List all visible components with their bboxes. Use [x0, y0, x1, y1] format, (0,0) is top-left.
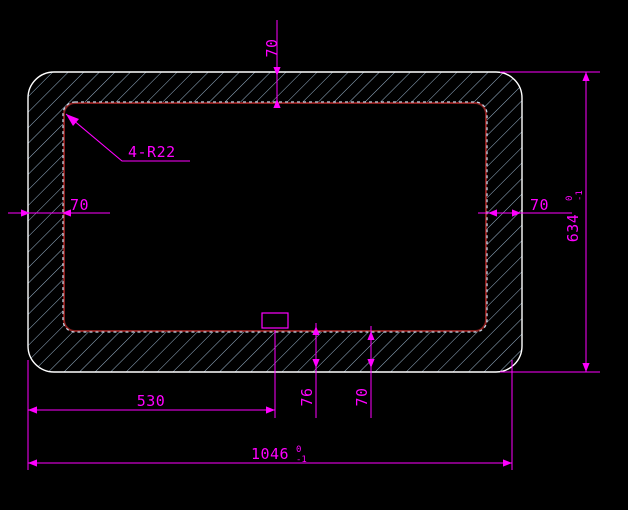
callout-label: 4-R22	[128, 143, 176, 161]
dim-1046-arrow-left	[28, 459, 37, 467]
dim-634-arrow-top	[582, 72, 590, 81]
callout-leader-line	[65, 113, 190, 162]
dim-right-70-arrow-left	[488, 209, 497, 217]
dim-left-70-arrow-right	[21, 209, 30, 217]
dim-bot-70-text: 70	[353, 387, 371, 406]
dim-right-70-text: 70	[530, 196, 549, 214]
dim-left-70-text: 70	[70, 196, 89, 214]
dim-1046-text: 1046	[251, 445, 289, 463]
dim-76-arrow-up	[312, 326, 320, 335]
dim-top-70-arrow-up	[273, 99, 281, 108]
dim-76-text: 76	[298, 387, 316, 406]
corner-radius-callout[interactable]: 4-R22	[65, 113, 190, 162]
dim-634-tolerance-lower: -1	[575, 190, 585, 201]
dim-top-70-text: 70	[263, 38, 281, 57]
inner-boundary-dashed	[62, 101, 488, 333]
dim-1046-arrow-right	[503, 459, 512, 467]
dim-right-70-arrow-right	[512, 209, 521, 217]
dim-76-arrow-down	[312, 359, 320, 368]
dim-634-text: 634	[564, 214, 582, 243]
dim-530-arrow-right	[266, 406, 275, 414]
dim-left-70[interactable]: 70	[8, 196, 110, 217]
center-tab-rect	[261, 312, 289, 329]
dim-width-1046[interactable]: 1046 0 -1	[27, 360, 513, 470]
dim-bot-70-arrow-down	[367, 359, 375, 368]
callout-leader-arrowhead	[66, 114, 79, 126]
dim-634-arrow-bottom	[582, 363, 590, 372]
dim-1046-tolerance-lower: -1	[296, 455, 307, 465]
dim-530-arrow-left	[28, 406, 37, 414]
dim-530-text: 530	[137, 392, 166, 410]
dim-height-634[interactable]: 634 0 -1	[500, 71, 600, 373]
dim-top-70-arrow-down	[273, 67, 281, 76]
dim-right-70[interactable]: 70	[478, 196, 572, 217]
dim-left-70-arrow-left	[62, 209, 71, 217]
dim-634-tolerance-upper: 0	[565, 196, 575, 201]
dim-1046-tolerance-upper: 0	[296, 445, 301, 455]
dim-bottom-70[interactable]: 70	[353, 326, 375, 418]
dim-bottom-76[interactable]: 76	[298, 323, 320, 418]
dim-top-70[interactable]: 70	[263, 20, 281, 108]
dim-bot-70-arrow-up	[367, 331, 375, 340]
